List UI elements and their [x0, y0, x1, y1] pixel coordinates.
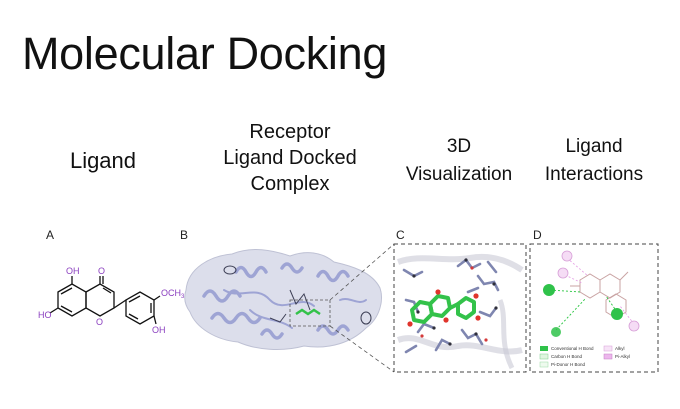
panel-label-a: A — [46, 228, 55, 242]
heading-line: Visualization — [405, 164, 513, 185]
column-heading-visualization: 3D Visualization — [395, 133, 523, 189]
legend-label: Conventional H Bond — [551, 346, 594, 351]
legend-swatch — [603, 353, 613, 360]
atom-ho-left: HO — [38, 310, 52, 320]
panel-label-c: C — [396, 228, 405, 242]
heading-line: Ligand — [565, 136, 623, 157]
atom-och3-main: OCH — [161, 288, 181, 298]
legend-swatch — [539, 361, 549, 368]
zoom-line-bottom — [329, 325, 395, 373]
ligand-3d — [410, 294, 476, 324]
residue-nodes — [543, 250, 640, 337]
heading-line: Ligand — [69, 148, 137, 173]
legend-swatch — [540, 346, 548, 351]
protein-dark-accents — [223, 265, 372, 325]
heading-line: 3D — [446, 136, 472, 157]
panel-label-d: D — [533, 228, 542, 242]
legend-swatch — [539, 353, 549, 360]
interaction-lines — [549, 257, 635, 331]
legend-label: Pi-Donor H Bond — [551, 362, 586, 367]
panel-label-b: B — [180, 228, 189, 242]
column-heading-interactions: Ligand Interactions — [530, 133, 658, 189]
protein-cartoon — [202, 262, 367, 340]
atom-oh-top: OH — [66, 266, 80, 276]
ligand-structure — [49, 276, 161, 325]
atom-o-ring: O — [96, 317, 103, 327]
legend-label: Carbon H Bond — [551, 354, 583, 359]
pocket-residues — [396, 254, 524, 370]
receptor-surface — [184, 249, 382, 350]
atom-oh-right: OH — [152, 325, 166, 335]
page-title: Molecular Docking — [22, 28, 388, 79]
legend-label: Pi-Alkyl — [615, 354, 630, 359]
atom-o-carbonyl: O — [98, 266, 105, 276]
legend-label: Alkyl — [615, 346, 625, 351]
zoom-box — [289, 299, 331, 327]
atom-och3: OCH3 — [161, 288, 185, 300]
ligand-atom-labels: OH O HO O OCH3 OH — [38, 266, 185, 335]
heading-line: Receptor — [249, 121, 331, 143]
docked-ligand-b — [295, 308, 321, 316]
interaction-2d-ligand — [570, 271, 629, 319]
column-heading-complex: Receptor Ligand Docked Complex — [205, 119, 375, 197]
atom-och3-sub: 3 — [181, 294, 185, 300]
panel-d-frame — [529, 243, 659, 373]
column-heading-ligand: Ligand — [48, 146, 158, 176]
interaction-legend: Conventional H Bond Carbon H Bond Pi-Don… — [539, 345, 630, 368]
heading-line: Ligand Docked — [223, 147, 357, 169]
zoom-line-top — [329, 243, 395, 301]
legend-swatch — [603, 345, 613, 352]
ligand-3d-oxygens — [407, 289, 481, 327]
heading-line: Complex — [250, 173, 330, 195]
heading-line: Interactions — [544, 164, 644, 185]
